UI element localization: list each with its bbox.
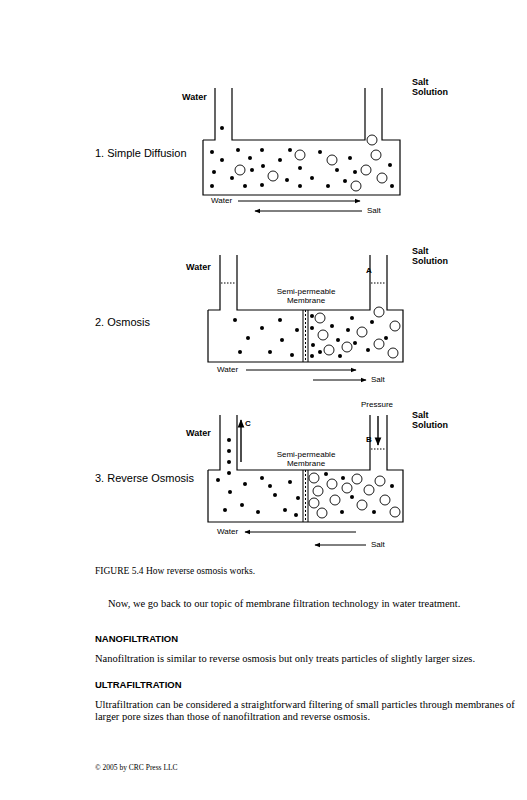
water-levels	[221, 283, 386, 449]
pressure-label: Pressure	[361, 400, 411, 409]
copyright-note: © 2005 by CRC Press LLC	[95, 764, 295, 773]
body-text: Now, we go back to our topic of membrane…	[108, 598, 527, 610]
body-text: Ultrafiltration can be considered a stra…	[95, 699, 527, 723]
section-heading: NANOFILTRATION	[95, 634, 295, 645]
panel-title: 2. Osmosis	[95, 316, 225, 329]
tube-label: Salt Solution	[412, 246, 457, 267]
water-molecules	[210, 126, 394, 517]
flow-arrows	[238, 201, 378, 545]
point-letter: C	[245, 419, 257, 428]
membrane-label: Semi-permeable Membrane	[271, 287, 341, 305]
tube-label: Water	[182, 92, 222, 102]
flow-label: Water	[217, 527, 247, 536]
panel-title: 3. Reverse Osmosis	[95, 472, 235, 485]
flow-label: Water	[211, 196, 241, 205]
body-text: Nanofiltration is similar to reverse osm…	[95, 653, 527, 665]
membranes	[303, 310, 308, 522]
flow-label: Salt	[367, 206, 397, 215]
point-letter: B	[366, 435, 378, 444]
flow-label: Salt	[371, 540, 401, 549]
tanks	[203, 88, 403, 522]
section-heading: ULTRAFILTRATION	[95, 680, 295, 691]
flow-label: Salt	[371, 375, 401, 384]
membrane-label: Semi-permeable Membrane	[271, 450, 341, 468]
salt-molecules	[235, 135, 400, 518]
tube-label: Salt Solution	[412, 77, 457, 98]
point-letter: A	[366, 266, 378, 275]
tube-label: Water	[186, 262, 226, 272]
tube-label: Salt Solution	[412, 410, 457, 431]
panel-title: 1. Simple Diffusion	[95, 147, 225, 160]
figure-caption: FIGURE 5.4 How reverse osmosis works.	[95, 566, 515, 577]
tube-label: Water	[186, 428, 226, 438]
flow-label: Water	[217, 365, 247, 374]
